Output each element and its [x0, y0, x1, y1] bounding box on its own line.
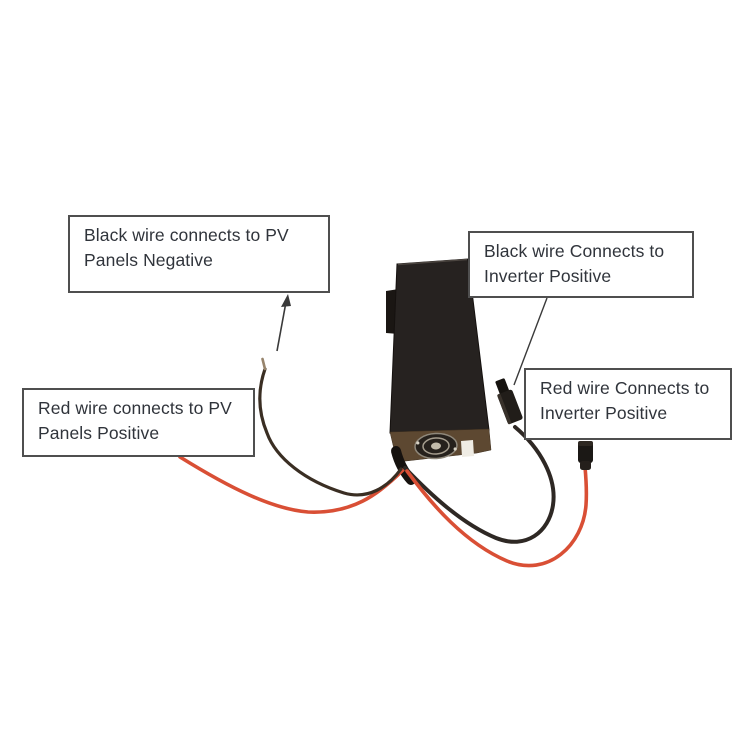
callout-text-line: Panels Negative — [84, 249, 213, 270]
bare-wire-tip — [261, 357, 267, 371]
inverter-positive-red-wire — [405, 465, 589, 568]
wire-exit-stub — [391, 446, 416, 485]
cooling-fan-icon — [414, 432, 458, 460]
callout-text-line: Red wire connects to PV — [38, 398, 232, 418]
callout-inverter-red: Red wire Connects to Inverter Positive — [524, 368, 732, 440]
pv-negative-black-wire — [258, 367, 403, 497]
device-top-edge-highlight — [397, 258, 468, 266]
callout-text-line: Black wire Connects to — [484, 241, 665, 261]
barrel-connector — [578, 441, 593, 470]
callout-text-line: Inverter Positive — [484, 265, 612, 286]
callout-pv-negative: Black wire connects to PV Panels Negativ… — [68, 215, 330, 293]
callout-pv-positive: Red wire connects to PV Panels Positive — [22, 388, 255, 457]
callout-text-line: Inverter Positive — [540, 402, 668, 423]
inverter-positive-black-wire — [403, 425, 556, 544]
leader-line-inverter-black — [513, 297, 548, 386]
pv-positive-red-wire — [178, 455, 405, 514]
callout-text-line: Red wire Connects to — [540, 378, 710, 398]
arrow-leader-pv-negative — [276, 294, 291, 352]
callout-text-line: Black wire connects to PV — [84, 225, 289, 245]
device-label — [461, 440, 474, 457]
callout-text-line: Panels Positive — [38, 422, 160, 443]
callout-inverter-black: Black wire Connects to Inverter Positive — [468, 231, 694, 298]
mc4-connector — [495, 378, 523, 425]
